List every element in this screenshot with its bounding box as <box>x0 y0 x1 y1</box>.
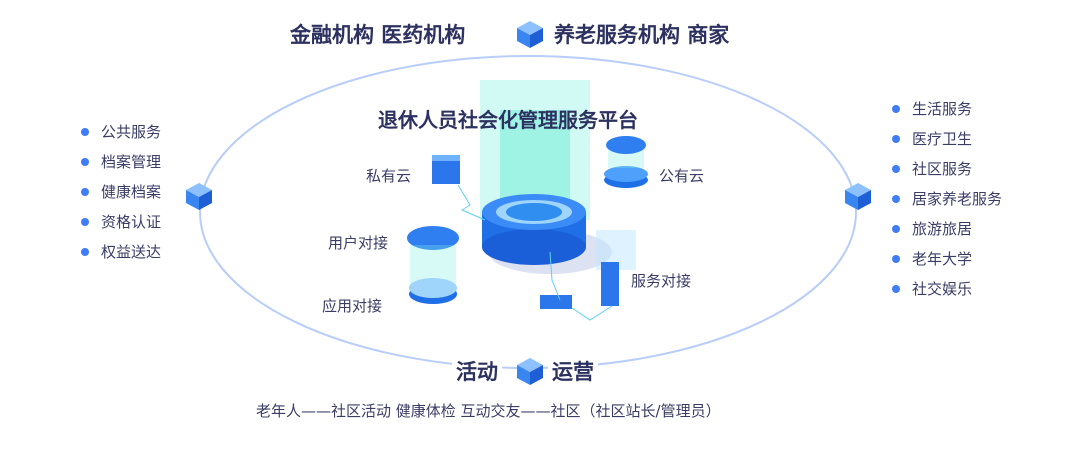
cube-icon <box>845 183 871 210</box>
bottom-label-right: 运营 <box>548 356 598 386</box>
bullet-icon <box>81 248 89 256</box>
bullet-icon <box>892 285 900 293</box>
cube-icon <box>186 183 212 210</box>
bullet-icon <box>81 218 89 226</box>
cube-icon <box>517 21 543 48</box>
platform-illustration <box>407 80 648 321</box>
node-private-cloud: 私有云 <box>366 167 412 185</box>
bullet-icon <box>892 195 900 203</box>
bullet-icon <box>892 225 900 233</box>
bullet-icon <box>81 128 89 136</box>
top-label-right: 养老服务机构 商家 <box>550 19 734 49</box>
list-item: 健康档案 <box>81 177 161 207</box>
list-item: 档案管理 <box>81 147 161 177</box>
platform-title: 退休人员社会化管理服务平台 <box>378 108 638 132</box>
bullet-icon <box>892 255 900 263</box>
bullet-icon <box>81 158 89 166</box>
left-service-list: 公共服务 档案管理 健康档案 资格认证 权益送达 <box>81 117 161 267</box>
right-service-list: 生活服务 医疗卫生 社区服务 居家养老服务 旅游旅居 老年大学 社交娱乐 <box>892 94 1002 304</box>
list-item: 权益送达 <box>81 237 161 267</box>
list-item: 公共服务 <box>81 117 161 147</box>
list-item: 资格认证 <box>81 207 161 237</box>
node-app-dock: 应用对接 <box>322 297 383 315</box>
list-item: 社交娱乐 <box>892 274 1002 304</box>
list-item: 医疗卫生 <box>892 124 1002 154</box>
list-item: 生活服务 <box>892 94 1002 124</box>
node-user-dock: 用户对接 <box>328 234 389 252</box>
cube-icon <box>517 358 543 385</box>
bottom-label-left: 活动 <box>452 356 502 386</box>
bullet-icon <box>892 105 900 113</box>
list-item: 老年大学 <box>892 244 1002 274</box>
bullet-icon <box>892 165 900 173</box>
list-item: 旅游旅居 <box>892 214 1002 244</box>
list-item: 居家养老服务 <box>892 184 1002 214</box>
footer-text: 老年人——社区活动 健康体检 互动交友——社区（社区站长/管理员） <box>256 402 721 420</box>
top-label-left: 金融机构 医药机构 <box>286 19 470 49</box>
list-item: 社区服务 <box>892 154 1002 184</box>
bullet-icon <box>81 188 89 196</box>
bullet-icon <box>892 135 900 143</box>
node-public-cloud: 公有云 <box>659 167 705 185</box>
node-service-dock: 服务对接 <box>631 272 692 290</box>
